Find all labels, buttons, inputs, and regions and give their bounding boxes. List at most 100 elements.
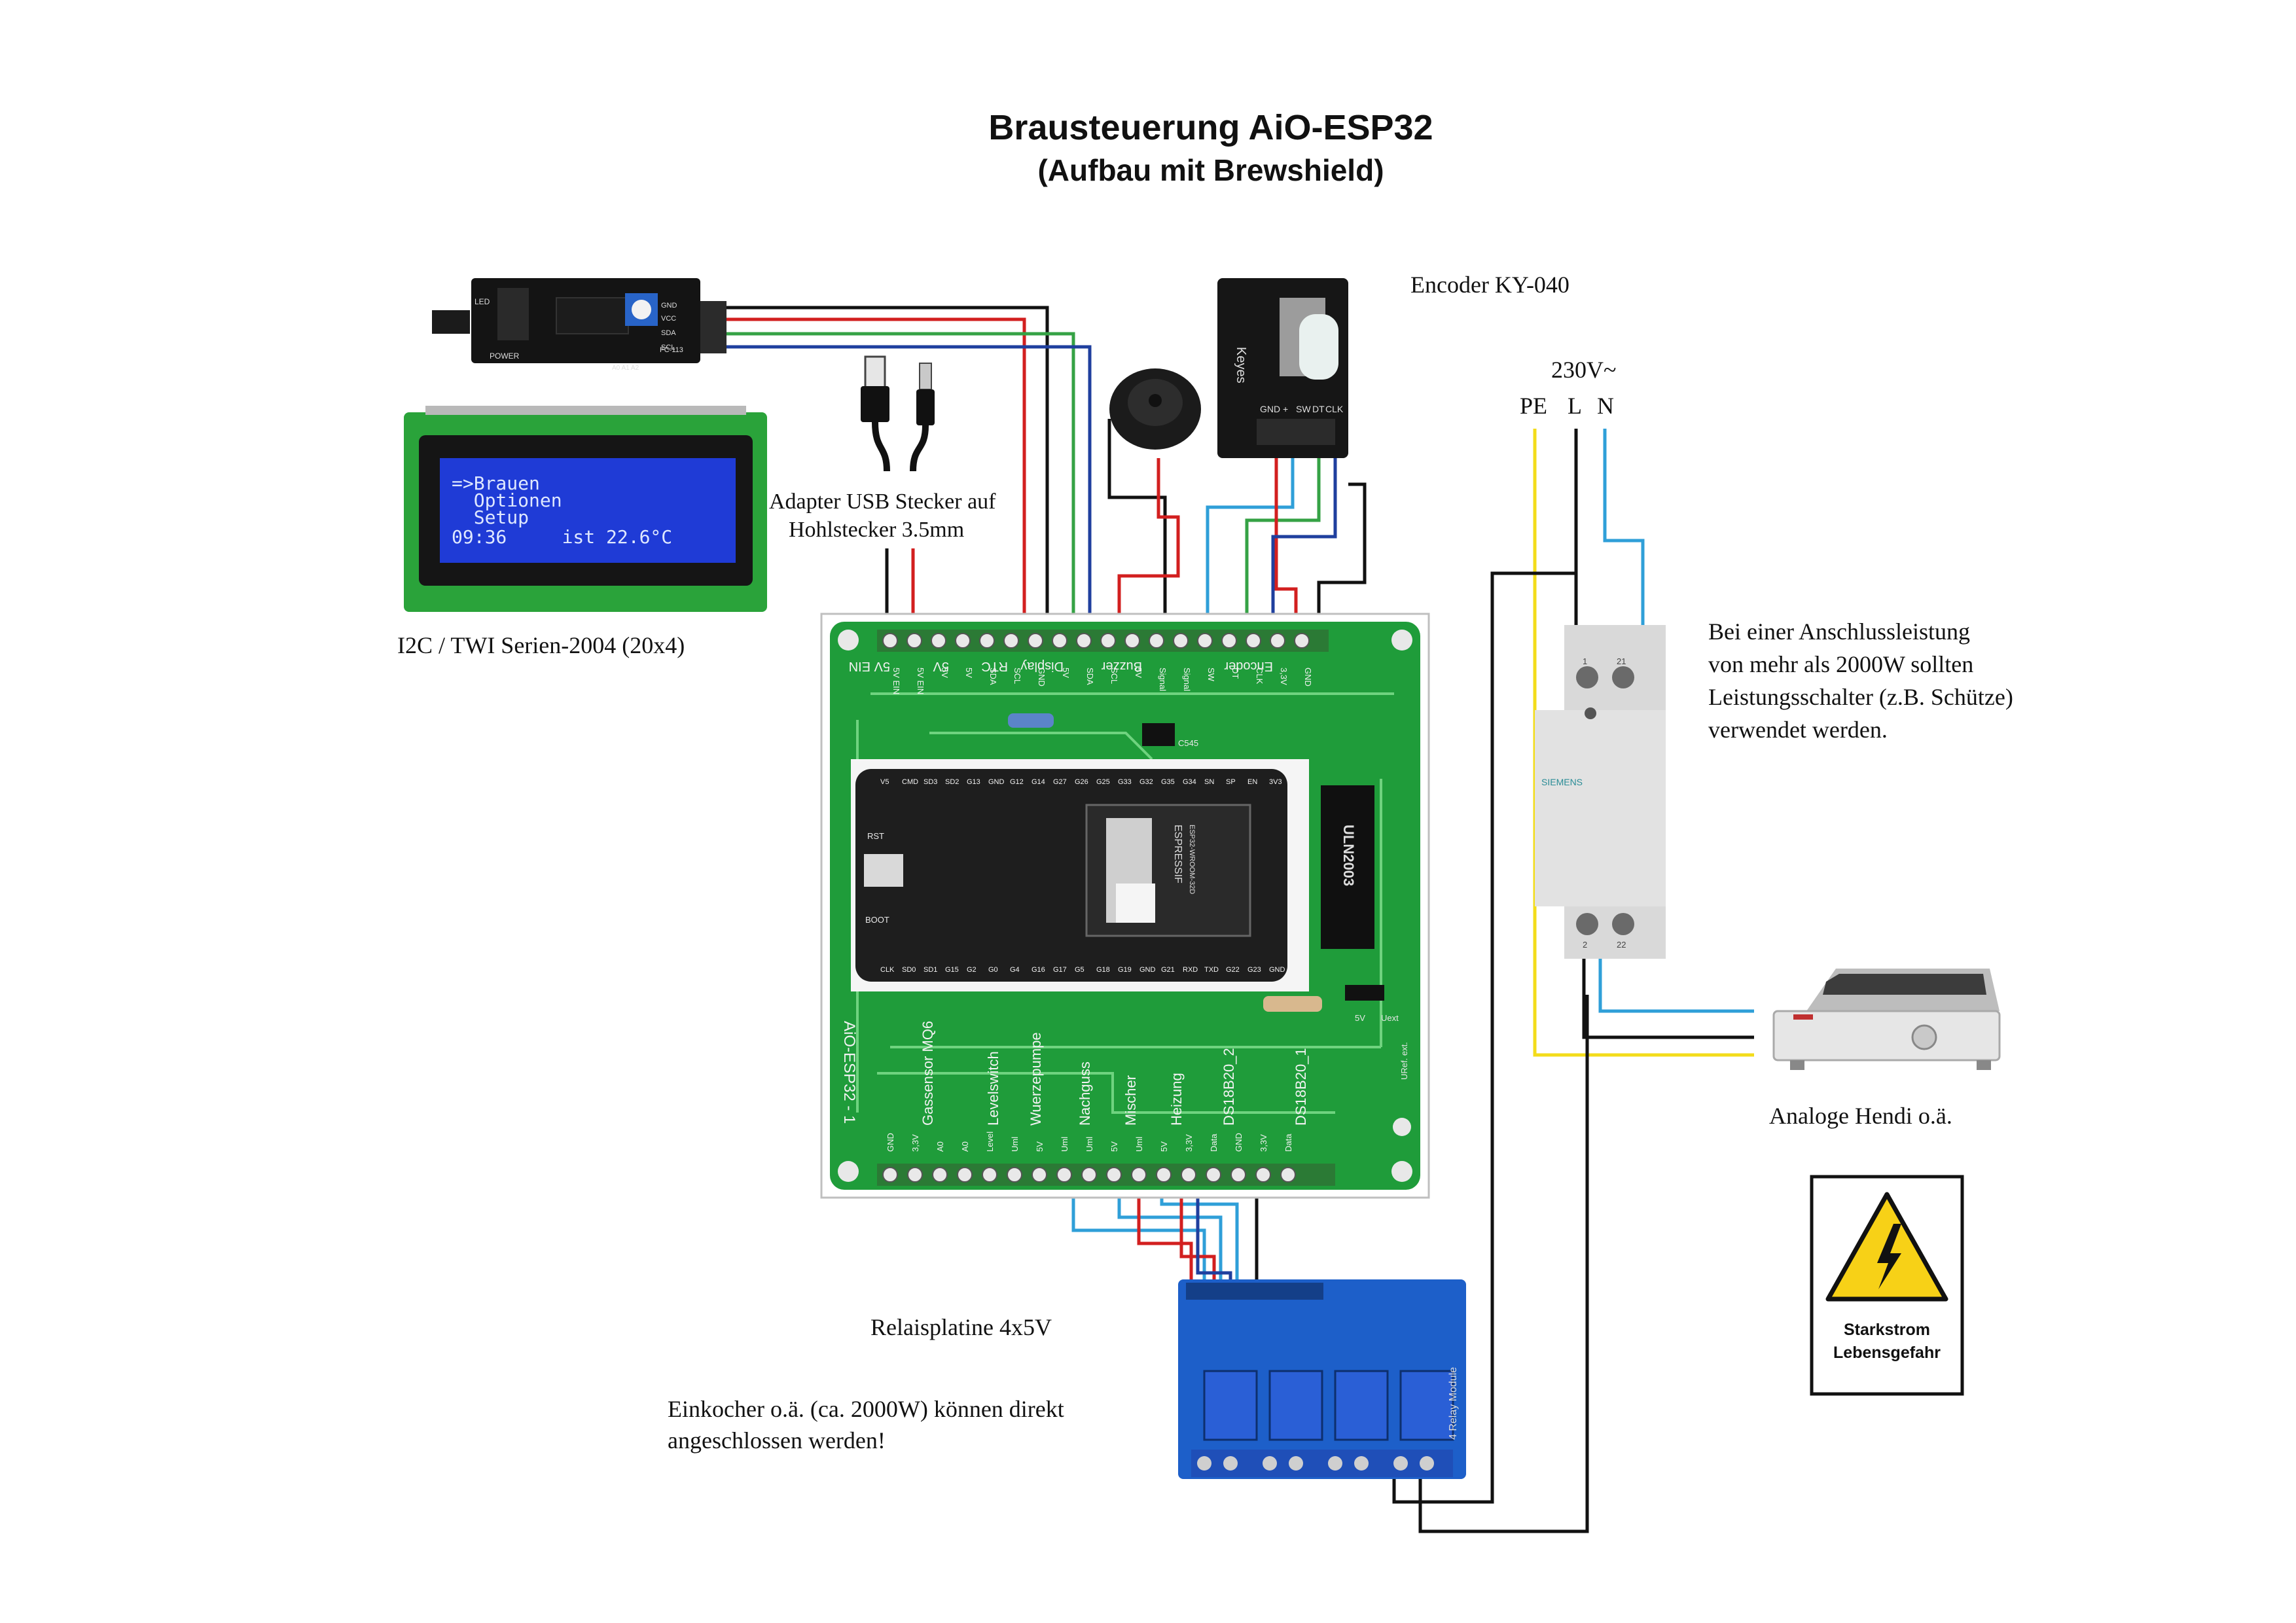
pcb-bottom-header-pin [1081,1167,1097,1183]
pcb-bottom-header-pin [907,1167,923,1183]
pcb-top-header-pin [1197,633,1213,649]
pcb-bottom-header-pin [1007,1167,1022,1183]
pcb-bottom-pin-label: Data [1209,1133,1219,1152]
contactor-note-4: verwendet werden. [1708,717,1888,743]
i2c-pin-vcc: VCC [661,315,676,323]
pcb-bottom-group-label: DS18B20_1 [1293,1048,1309,1126]
uln-label: ULN2003 [1340,825,1357,886]
pcb-bottom-header [882,1167,1296,1183]
lcd-module: =>Brauen Optionen Setup 09:36 ist 22.6°C [404,406,767,612]
esp-bottom-pin-label: G18 [1096,966,1110,974]
pcb-top-header-pin [1028,633,1043,649]
wire-i2c-scl [723,345,1092,640]
esp-bottom-pin-label: G4 [1010,966,1020,974]
esp-top-pin-label: G33 [1118,778,1132,786]
encoder-pin-sw: SW [1296,404,1311,414]
pcb-bottom-pin-label: GND [886,1133,895,1152]
pcb-bottom-header-pin [882,1167,898,1183]
i2c-pin-scl: SCL [661,344,675,351]
pcb-bottom-group-label: Mischer [1122,1075,1139,1126]
contactor: 1 21 2 22 SIEMENS [1535,625,1666,959]
esp-module-brand: ESPRESSIF [1172,825,1183,883]
i2c-pin-gnd: GND [661,302,677,310]
relay-board: 4 Relay Module [1178,1279,1466,1479]
esp-top-pin-label: SD3 [924,778,937,786]
wire-encoder-sw [1206,458,1295,640]
i2c-power-label: POWER [490,351,520,361]
i2c-addr-label: A0 A1 A2 [612,365,639,372]
usb-adapter-label-2: Hohlstecker 3.5mm [789,518,964,542]
pcb-top-header-pin [1003,633,1019,649]
pcb-bottom-header-pin [1206,1167,1221,1183]
pcb-bottom-header-pin [1181,1167,1196,1183]
lcd-line-2: Optionen [452,490,562,511]
pcb-bottom-header-pin [932,1167,948,1183]
pcb-top-pin-label: 5V [940,668,950,678]
pcb-top-header-pin [882,633,898,649]
wire-contactor-l-out [1582,936,1754,1039]
esp-top-pin-label: G14 [1031,778,1045,786]
wire-relay-to-contactor [1418,995,1589,1533]
pcb-bottom-header-pin [1280,1167,1296,1183]
pcb-top-pin-label: DT [1230,668,1240,679]
pcb-transistor-label: C545 [1178,738,1198,748]
wire-encoder-gnd [1317,482,1367,640]
i2c-pin-sda: SDA [661,329,676,337]
pcb-jumper-5v: 5V [1355,1013,1365,1023]
pcb-bottom-header-pin [1031,1167,1047,1183]
pcb-top-pin-label: SDA [988,668,998,685]
esp-top-pin-label: SN [1204,778,1214,786]
pcb-bottom-header-pin [1156,1167,1172,1183]
relay-label: Relaisplatine 4x5V [870,1314,1052,1340]
hendi-hob [1772,969,2001,1070]
pcb-bottom-pin-label: 5V [1035,1141,1045,1152]
pcb-top-pin-label: 3,3V [1279,668,1289,685]
hendi-label: Analoge Hendi o.ä. [1769,1103,1952,1129]
pcb-top-pin-label: 5V EIN [916,668,925,694]
pcb-top-group-label: 5V [933,659,949,673]
pcb-top-pin-label: 5V [1134,668,1143,678]
esp-bottom-pin-label: SD1 [924,966,937,974]
esp-top-pin-label: 3V3 [1269,778,1282,786]
pcb-bottom-group-label: Wuerzepumpe [1028,1032,1044,1126]
pcb-top-header-pin [1173,633,1189,649]
pcb-jumper-uext: Uext [1381,1013,1399,1023]
pcb-bottom-group-label: Heizung [1168,1073,1185,1126]
mains-n-label: N [1597,393,1614,419]
i2c-backpack: LED POWER FC-113 A0 A1 A2 GND VCC SDA SC… [432,278,726,372]
pcb-bottom-header-pin [1131,1167,1147,1183]
contactor-note-3: Leistungsschalter (z.B. Schütze) [1708,684,2013,710]
esp-bottom-pin-label: G16 [1031,966,1045,974]
esp-bottom-pin-label: TXD [1204,966,1219,974]
wire-mains-pe [1533,429,1754,1057]
mains-pe-label: PE [1520,393,1547,419]
wire-mains-n [1603,429,1645,636]
pcb-top-header-pin [1052,633,1067,649]
pcb-bottom-group-label: Gassensor MQ6 [920,1021,936,1126]
esp-bottom-pin-label: GND [1139,966,1156,974]
pcb-bottom-group-label: Levelswitch [985,1051,1001,1126]
pcb-bottom-pin-label: 3,3V [1184,1134,1194,1152]
pcb-top-header-pin [1294,633,1310,649]
wire-mains-l [1392,429,1578,1504]
esp-bottom-pin-label: SD0 [902,966,916,974]
esp-rst-label: RST [867,831,884,841]
contactor-note-2: von mehr als 2000W sollten [1708,651,1973,677]
pcb-top-header-pin [955,633,971,649]
pcb-bottom-pin-label: Level [985,1132,995,1152]
usb-adapter [861,355,935,472]
pcb-top-pin-label: GND [1303,668,1313,687]
esp-module-model: ESP32-WROOM-32D [1188,825,1196,894]
mains-l-label: L [1568,393,1582,419]
pcb-bottom-pin-label: 5V [1159,1141,1169,1152]
esp-top-pin-label: G25 [1096,778,1110,786]
esp-bottom-pin-label: G21 [1161,966,1175,974]
lcd-line-4: 09:36 ist 22.6°C [452,526,672,548]
esp-bottom-pin-label: G15 [945,966,959,974]
pcb-top-pin-label: SCL [1013,668,1022,684]
contactor-terminal-22: 22 [1617,940,1626,950]
lcd-line-3: Setup [452,507,529,528]
diagram-title: Brausteuerung AiO-ESP32 [988,108,1433,147]
pcb-bottom-pin-label: 3,3V [1259,1134,1268,1152]
